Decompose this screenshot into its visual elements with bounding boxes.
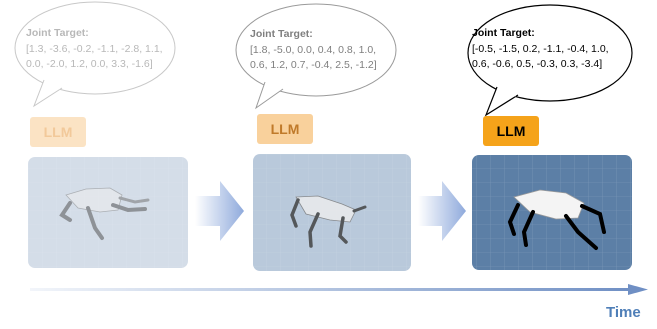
joint-target-values-2a: [1.8, -5.0, 0.0, 0.4, 0.8, 1.0, xyxy=(250,44,377,56)
time-axis-line xyxy=(30,288,634,291)
llm-label-1: LLM xyxy=(30,117,86,147)
robot-icon-2 xyxy=(290,195,367,248)
llm-label-3: LLM xyxy=(483,116,539,146)
joint-target-title-2: Joint Target: xyxy=(250,28,313,40)
speech-bubble-2 xyxy=(235,3,397,110)
scene-panel-1 xyxy=(28,157,188,268)
speech-bubble-1 xyxy=(14,1,176,108)
joint-target-values-2b: 0.6, 1.2, 0.7, -0.4, 2.5, -1.2] xyxy=(250,59,377,71)
joint-target-text-1: Joint Target: [1.3, -3.6, -0.2, -1.1, -2… xyxy=(26,26,163,72)
joint-target-title-3: Joint Target: xyxy=(472,27,535,39)
joint-target-values-1b: 0.0, -2.0, 1.2, 0.0, 3.3, -1.6] xyxy=(26,58,153,70)
joint-target-text-3: Joint Target: [-0.5, -1.5, 0.2, -1.1, -0… xyxy=(472,26,609,72)
joint-target-values-3b: 0.6, -0.6, 0.5, -0.3, 0.3, -3.4] xyxy=(472,58,603,70)
joint-target-title-1: Joint Target: xyxy=(26,27,89,39)
joint-target-text-2: Joint Target: [1.8, -5.0, 0.0, 0.4, 0.8,… xyxy=(250,27,377,73)
right-arrow-1 xyxy=(195,181,244,241)
joint-target-values-3a: [-0.5, -1.5, 0.2, -1.1, -0.4, 1.0, xyxy=(472,43,609,55)
time-axis-arrowhead xyxy=(628,284,648,295)
speech-bubble-3 xyxy=(467,4,633,117)
right-arrow-2 xyxy=(418,181,466,241)
scene-panel-3 xyxy=(472,155,632,270)
time-label: Time xyxy=(606,304,641,321)
scene-panel-2 xyxy=(253,154,411,271)
llm-label-2: LLM xyxy=(257,114,313,144)
robot-icon-1 xyxy=(59,187,150,240)
robot-icon-3 xyxy=(507,189,606,250)
joint-target-values-1a: [1.3, -3.6, -0.2, -1.1, -2.8, 1.1, xyxy=(26,43,163,55)
